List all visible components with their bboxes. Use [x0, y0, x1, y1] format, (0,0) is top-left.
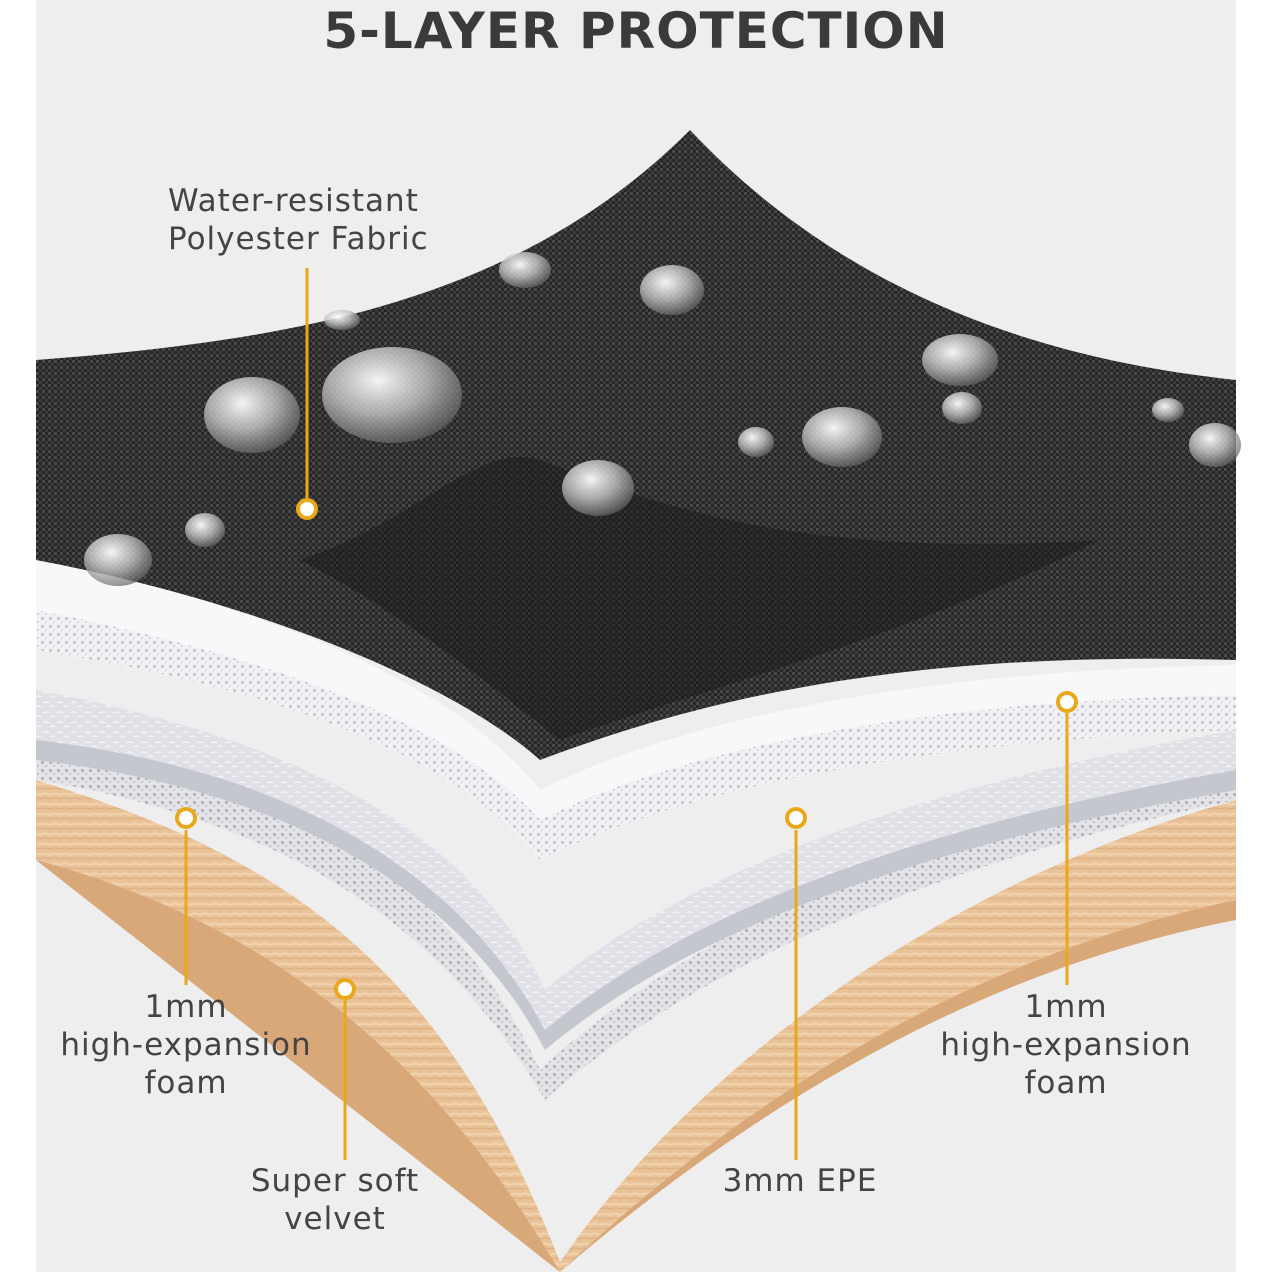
- label-velvet-line2: velvet: [284, 1201, 386, 1237]
- label-epe: 3mm EPE: [680, 1162, 920, 1200]
- callout-lines: [184, 268, 1069, 1160]
- label-foam-right-line1: 1mm: [1024, 989, 1108, 1025]
- label-fabric: Water-resistant Polyester Fabric: [168, 182, 429, 258]
- label-foam-left-line3: foam: [144, 1065, 228, 1101]
- fabric-fold: [300, 456, 1100, 740]
- epe-foam-edge: [36, 740, 1236, 1050]
- label-velvet-line1: Super soft: [250, 1163, 420, 1199]
- velvet-edge: [36, 860, 1236, 1272]
- page-title: 5-LAYER PROTECTION: [323, 2, 949, 60]
- marker-velvet: [334, 978, 356, 1000]
- label-foam-left-line2: high-expansion: [60, 1027, 312, 1063]
- marker-foam-left: [175, 807, 197, 829]
- epe-foam-layer: [36, 690, 1236, 1030]
- water-droplets: [84, 252, 1241, 586]
- label-velvet: Super soft velvet: [200, 1162, 470, 1238]
- marker-fabric: [296, 498, 318, 520]
- marker-foam-right: [1056, 691, 1078, 713]
- marker-epe: [785, 807, 807, 829]
- label-foam-right-line2: high-expansion: [940, 1027, 1192, 1063]
- label-fabric-line2: Polyester Fabric: [168, 221, 429, 257]
- callout-markers: [175, 498, 1078, 1000]
- label-foam-left-line1: 1mm: [144, 989, 228, 1025]
- top-foam-layer: [36, 560, 1236, 820]
- label-foam-right: 1mm high-expansion foam: [916, 988, 1216, 1102]
- label-foam-left: 1mm high-expansion foam: [36, 988, 336, 1102]
- label-epe-line1: 3mm EPE: [722, 1163, 878, 1199]
- label-fabric-line1: Water-resistant: [168, 183, 419, 219]
- velvet-layer: [36, 780, 1236, 1272]
- label-foam-right-line3: foam: [1024, 1065, 1108, 1101]
